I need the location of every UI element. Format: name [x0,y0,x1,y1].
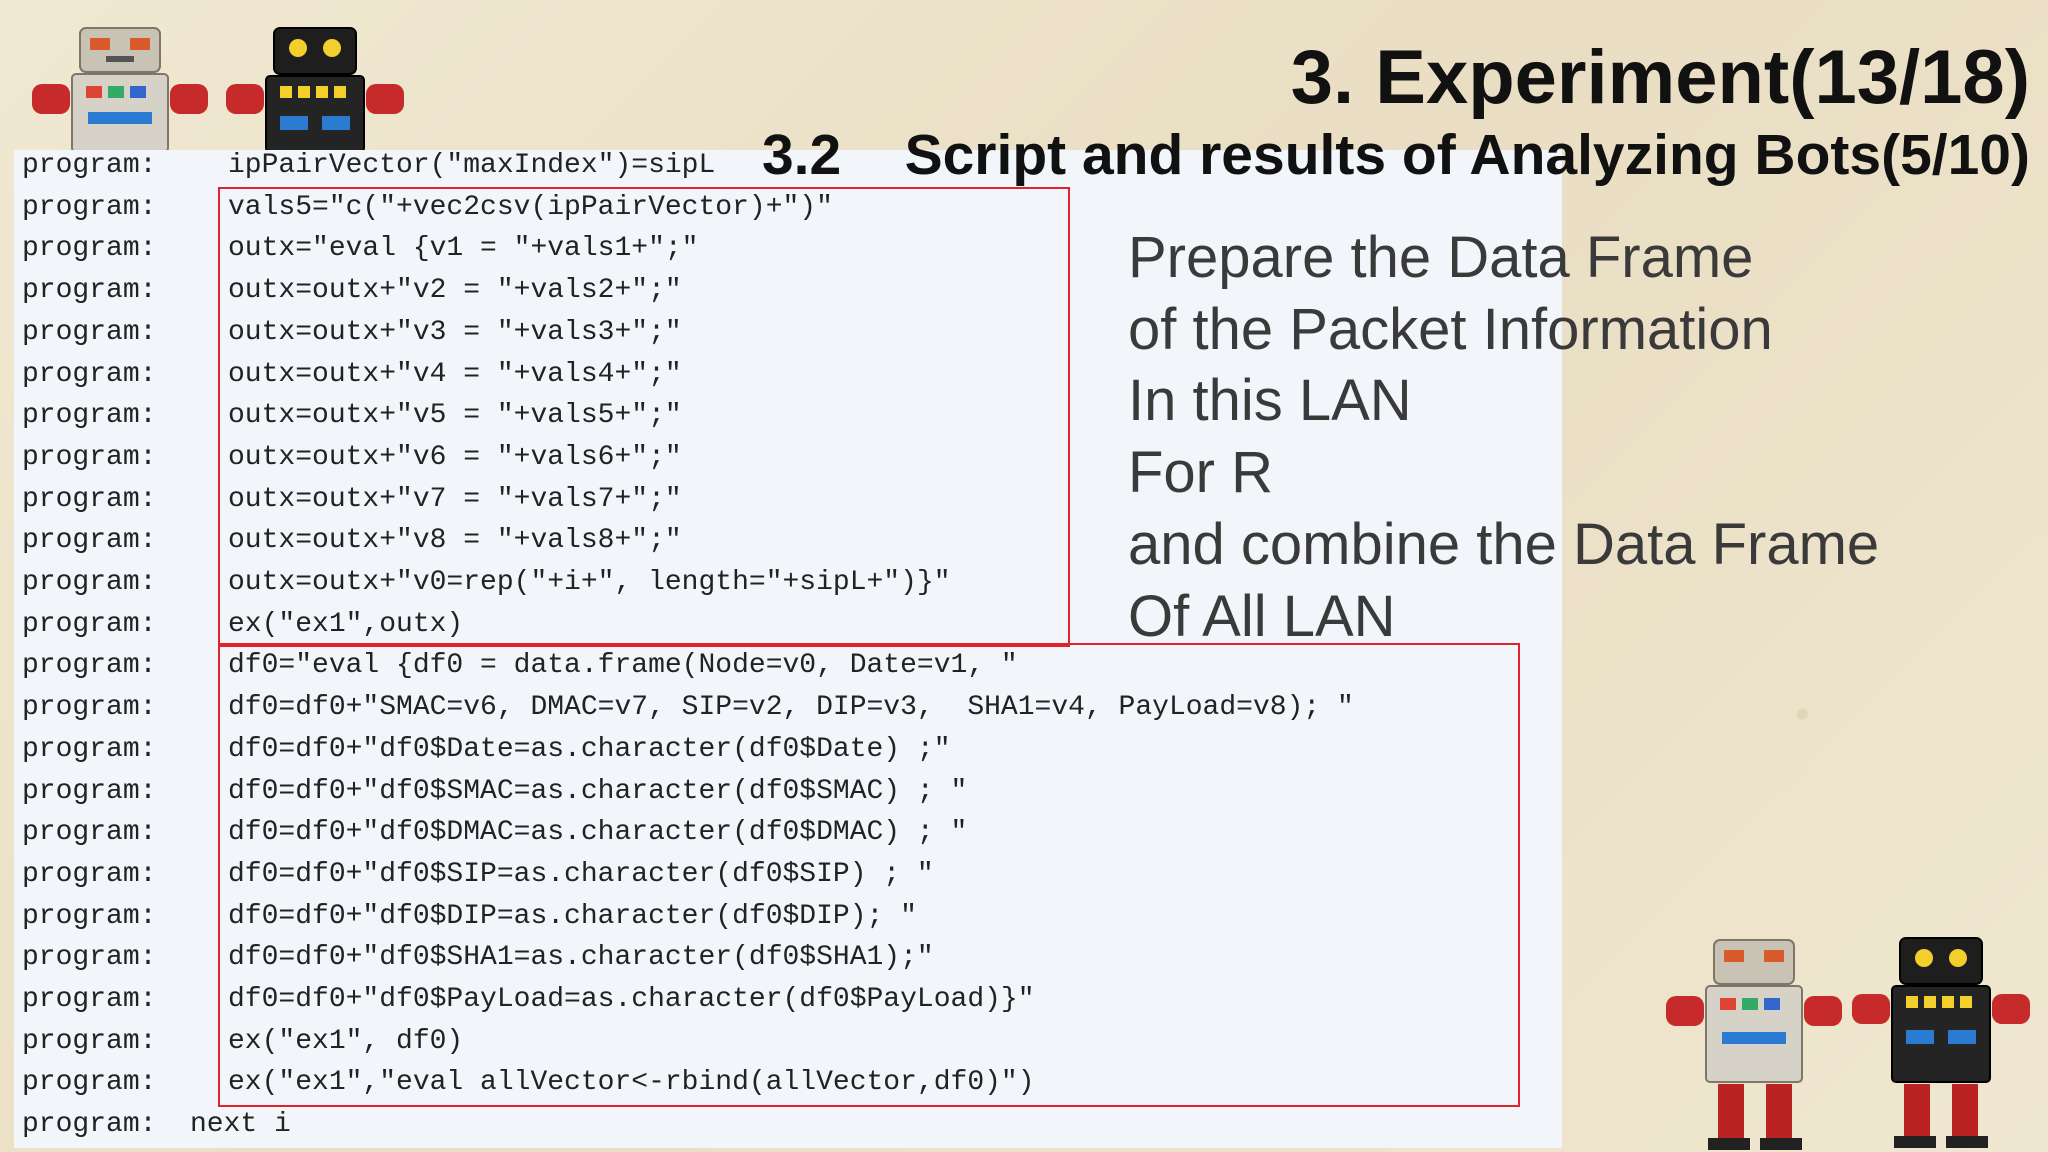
code-text: ipPairVector("maxIndex")=sipL [228,150,716,181]
code-prefix: program: [22,1067,157,1099]
code-prefix: program: [22,733,157,765]
code-prefix: program: [22,358,157,390]
code-prefix: program: [22,858,157,890]
code-text: outx="eval {v1 = "+vals1+";" [228,233,699,265]
code-prefix: program: [22,316,157,348]
robot-silver-icon [32,27,208,152]
code-text: vals5="c("+vec2csv(ipPairVector)+")" [228,191,833,223]
code-prefix: program: [22,1025,157,1057]
code-text: outx=outx+"v7 = "+vals7+";" [228,483,682,515]
description-line: For R [1128,440,1273,506]
code-text: outx=outx+"v0=rep("+i+", length="+sipL+"… [228,567,951,598]
code-prefix: program: [22,817,157,849]
code-text: outx=outx+"v3 = "+vals3+";" [228,316,682,348]
subtitle-text: Script and results of Analyzing Bots(5/1… [904,123,2030,187]
slide-title: 3. Experiment(13/18) [1290,35,2030,120]
code-text: df0=df0+"df0$SIP=as.character(df0$SIP) ;… [228,858,934,890]
code-text: outx=outx+"v8 = "+vals8+";" [228,525,682,557]
code-text: df0=df0+"df0$SMAC=as.character(df0$SMAC)… [228,775,968,807]
code-prefix: program: [22,942,157,974]
code-prefix: program: [22,483,157,515]
code-text: outx=outx+"v5 = "+vals5+";" [228,400,682,432]
description-line: Prepare the Data Frame [1128,225,1754,290]
code-prefix: program: [22,150,157,181]
code-prefix: program: [22,692,157,724]
subtitle-number: 3.2 [761,123,842,187]
code-prefix: program: [22,775,157,807]
code-prefix: program: [22,650,157,682]
code-text: ex("ex1", df0) [228,1025,464,1057]
robot-silver-icon [1666,939,1842,1150]
code-panel [14,150,1562,1148]
code-text: outx=outx+"v6 = "+vals6+";" [228,441,682,473]
code-text: df0=df0+"df0$Date=as.character(df0$Date)… [228,733,951,765]
robot-black-icon [1852,937,2030,1148]
code-text: df0="eval {df0 = data.frame(Node=v0, Dat… [228,650,1018,682]
code-prefix: program: [22,984,157,1015]
code-prefix: program: [22,441,157,473]
code-prefix: program: [22,1109,157,1141]
code-text: df0=df0+"SMAC=v6, DMAC=v7, SIP=v2, DIP=v… [228,692,1354,724]
code-text: ex("ex1",outx) [228,608,464,640]
code-text: outx=outx+"v2 = "+vals2+";" [228,275,682,307]
robot-black-icon [226,27,404,152]
code-prefix: program: [22,525,157,557]
code-prefix: program: [22,567,157,598]
code-text: next i [190,1109,291,1141]
code-prefix: program: [22,900,157,932]
description-line: and combine the Data Frame [1128,511,1880,577]
code-prefix: program: [22,275,157,307]
code-prefix: program: [22,233,157,265]
code-text: ex("ex1","eval allVector<-rbind(allVecto… [228,1067,1035,1099]
code-prefix: program: [22,191,157,223]
code-text: df0=df0+"df0$PayLoad=as.character(df0$Pa… [228,984,1035,1015]
slide-subtitle: 3.2 Script and results of Analyzing Bots… [762,122,2030,188]
code-text: df0=df0+"df0$DMAC=as.character(df0$DMAC)… [228,817,968,849]
description-line: of the Packet Information [1128,296,1773,362]
description-line: In this LAN [1128,368,1412,434]
description-line: Of All LAN [1128,583,1396,649]
code-text: outx=outx+"v4 = "+vals4+";" [228,358,682,390]
code-text: df0=df0+"df0$SHA1=as.character(df0$SHA1)… [228,942,934,974]
code-prefix: program: [22,400,157,432]
code-text: df0=df0+"df0$DIP=as.character(df0$DIP); … [228,900,917,932]
code-prefix: program: [22,608,157,640]
